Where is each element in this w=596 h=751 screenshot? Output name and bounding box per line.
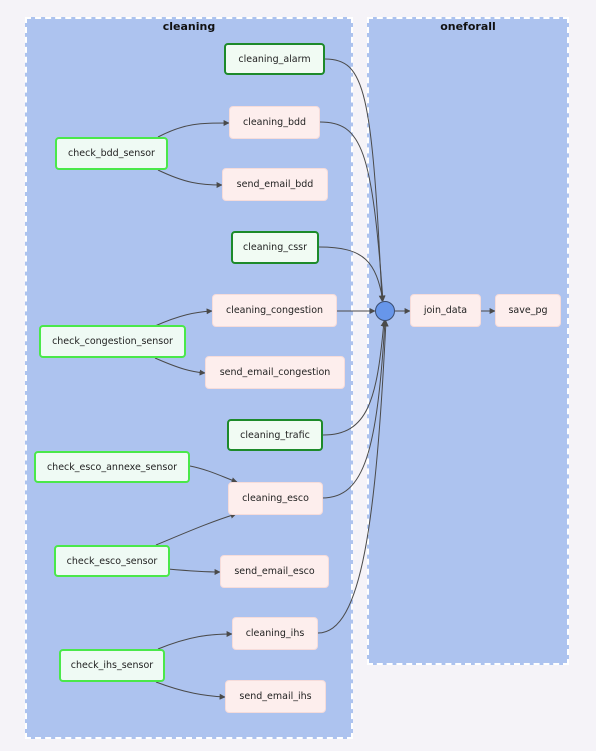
edge-cleaning-esco-to-join <box>321 320 388 499</box>
node-cleaning-trafic[interactable]: cleaning_trafic <box>227 419 323 451</box>
edge-check-bdd-to-cleaning-bdd <box>157 120 230 138</box>
edge-check-ihs-to-send-email-ihs <box>155 681 226 700</box>
node-cleaning-congestion[interactable]: cleaning_congestion <box>212 294 337 327</box>
node-cleaning-bdd[interactable]: cleaning_bdd <box>229 106 320 139</box>
edge-cleaning-cssr-to-join <box>318 246 385 302</box>
node-send-email-esco[interactable]: send_email_esco <box>220 555 329 588</box>
node-cleaning-esco[interactable]: cleaning_esco <box>228 482 323 515</box>
node-save-pg[interactable]: save_pg <box>495 294 561 327</box>
group-oneforall[interactable]: oneforall <box>367 17 569 665</box>
node-join-data[interactable]: join_data <box>410 294 481 327</box>
node-send-email-ihs[interactable]: send_email_ihs <box>225 680 326 713</box>
group-title-cleaning: cleaning <box>162 20 216 33</box>
edge-check-congestion-to-send-email-congestion <box>154 357 206 376</box>
edge-check-esco-annexe-to-cleaning-esco <box>189 465 238 484</box>
node-check-esco-annexe-sensor[interactable]: check_esco_annexe_sensor <box>34 451 190 483</box>
edge-check-esco-to-cleaning-esco <box>155 512 237 546</box>
node-send-email-congestion[interactable]: send_email_congestion <box>205 356 345 389</box>
edge-check-congestion-to-cleaning-congestion <box>154 308 213 327</box>
node-check-congestion-sensor[interactable]: check_congestion_sensor <box>39 325 186 358</box>
node-cleaning-cssr[interactable]: cleaning_cssr <box>231 231 319 264</box>
edge-cleaning-bdd-to-join <box>319 121 386 302</box>
join-node-circle[interactable] <box>375 301 395 321</box>
edge-cleaning-trafic-to-join <box>322 320 387 436</box>
node-cleaning-ihs[interactable]: cleaning_ihs <box>232 617 318 650</box>
node-check-esco-sensor[interactable]: check_esco_sensor <box>54 545 170 577</box>
node-check-bdd-sensor[interactable]: check_bdd_sensor <box>55 137 168 170</box>
group-title-oneforall: oneforall <box>440 20 496 33</box>
node-send-email-bdd[interactable]: send_email_bdd <box>222 168 328 201</box>
edge-check-esco-to-send-email-esco <box>167 568 221 575</box>
node-cleaning-alarm[interactable]: cleaning_alarm <box>224 43 325 75</box>
edge-cleaning-ihs-to-join <box>317 320 389 634</box>
node-check-ihs-sensor[interactable]: check_ihs_sensor <box>59 649 165 682</box>
edge-check-bdd-to-send-email-bdd <box>157 169 223 188</box>
edge-cleaning-alarm-to-join <box>324 58 385 302</box>
edge-check-ihs-to-cleaning-ihs <box>157 631 233 650</box>
